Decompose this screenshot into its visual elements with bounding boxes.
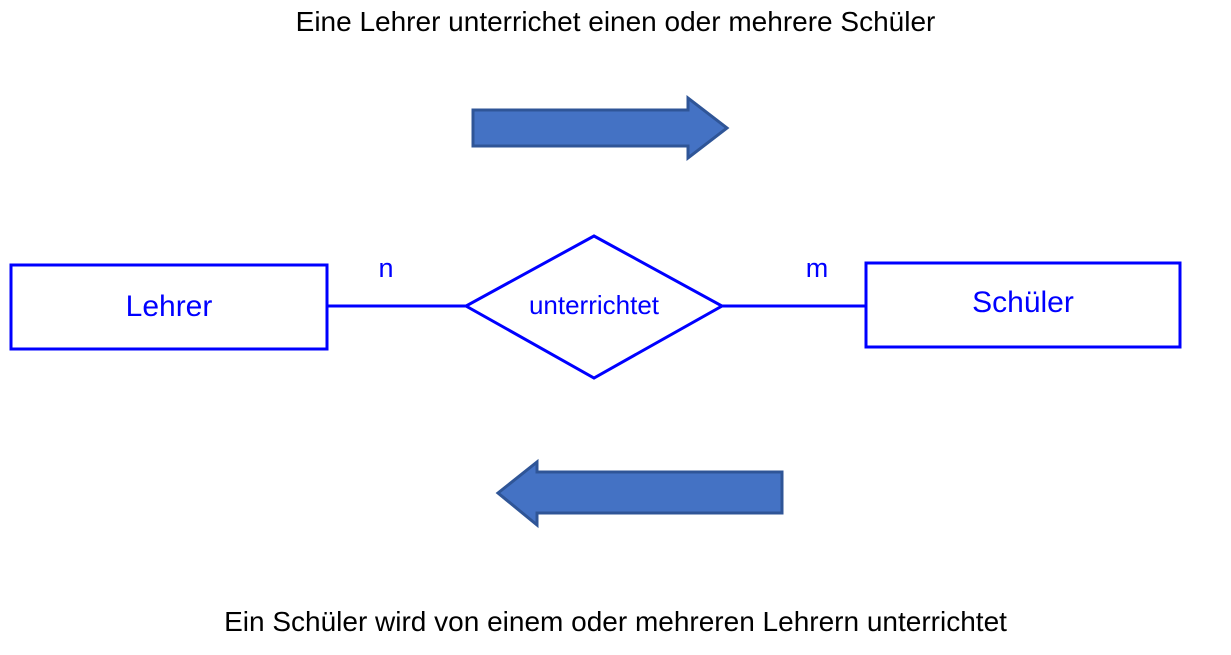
entity-schueler-label: Schüler <box>972 286 1074 319</box>
cardinality-left-label: n <box>378 253 393 283</box>
entity-lehrer-label: Lehrer <box>126 290 213 323</box>
relationship-unterrichtet-diamond[interactable] <box>462 234 726 380</box>
caption-bottom: Ein Schüler wird von einem oder mehreren… <box>224 606 1007 637</box>
arrow-left-icon <box>495 458 784 529</box>
relationship-unterrichtet-label: unterrichtet <box>529 290 660 320</box>
cardinality-right-label: m <box>806 253 829 283</box>
entity-lehrer-box[interactable] <box>9 263 329 351</box>
entity-schueler-box[interactable] <box>864 261 1182 349</box>
arrow-right-icon <box>471 94 730 162</box>
caption-top: Eine Lehrer unterrichet einen oder mehre… <box>295 6 936 37</box>
